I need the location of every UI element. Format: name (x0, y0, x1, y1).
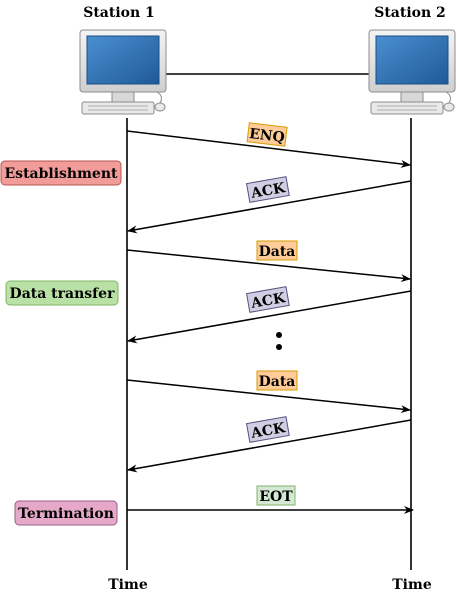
station-1-computer-icon (79, 29, 167, 115)
svg-text:EOT: EOT (259, 489, 293, 505)
svg-text:Termination: Termination (18, 506, 114, 522)
continuation-ellipsis (276, 332, 282, 350)
station-2-time-label: Time (392, 577, 432, 593)
message-label-data-2: Data (256, 370, 298, 391)
message-arrow-data-1 (126, 249, 411, 283)
message-arrows: ENQ ACK Data ACK Data ACK (126, 122, 414, 514)
svg-text:ENQ: ENQ (248, 126, 285, 146)
message-arrow-ack-3 (127, 419, 412, 473)
message-label-ack-1: ACK (245, 176, 290, 203)
message-arrow-ack-1 (127, 180, 412, 234)
svg-text:ACK: ACK (249, 420, 287, 442)
svg-text:ACK: ACK (249, 290, 287, 312)
svg-text:Data: Data (259, 374, 296, 390)
message-arrow-data-2 (126, 379, 411, 414)
station-1-time-label: Time (108, 577, 148, 593)
message-label-ack-2: ACK (245, 286, 290, 313)
station-2-label: Station 2 (374, 5, 446, 21)
message-label-enq: ENQ (246, 122, 288, 147)
phase-badge-establishment: Establishment (0, 160, 122, 186)
svg-text:Establishment: Establishment (5, 166, 118, 182)
phase-badge-data-transfer: Data transfer (5, 280, 119, 306)
station-2-computer-icon (368, 29, 456, 115)
message-label-ack-3: ACK (245, 416, 290, 443)
svg-text:ACK: ACK (249, 180, 287, 202)
message-arrow-enq (126, 130, 411, 168)
message-arrow-ack-2 (127, 290, 412, 344)
phase-badge-termination: Termination (14, 500, 118, 526)
svg-text:Data transfer: Data transfer (10, 286, 116, 302)
message-label-eot: EOT (256, 485, 296, 506)
message-label-data-1: Data (256, 240, 298, 261)
station-1-label: Station 1 (83, 5, 155, 21)
svg-text:Data: Data (259, 244, 296, 260)
